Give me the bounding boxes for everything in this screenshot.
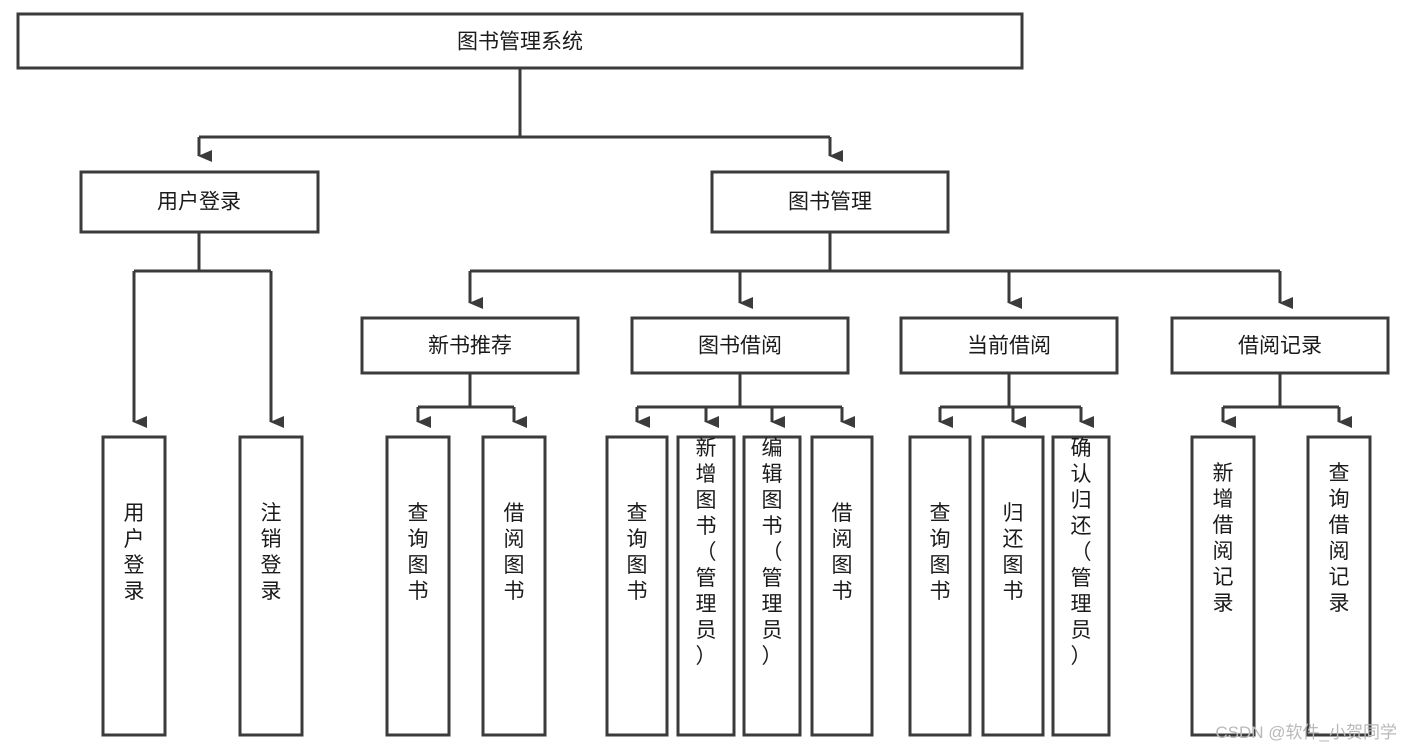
node-leaf-query-book-borrow-box[interactable] <box>605 435 669 737</box>
node-leaf-logout-login-label: 注销登录 <box>261 502 282 603</box>
node-user-login-box[interactable] <box>79 170 320 234</box>
node-book-manage-label: 图书管理 <box>788 191 872 214</box>
node-leaf-query-book-recommend-box[interactable] <box>385 435 451 737</box>
node-leaf-logout-login-box[interactable] <box>238 435 304 737</box>
node-leaf-borrow-book-recommend[interactable]: 借阅图书 <box>481 435 547 737</box>
node-borrow-record-label: 借阅记录 <box>1238 335 1322 358</box>
node-leaf-add-borrow-record-label: 新增借阅记录 <box>1213 462 1234 615</box>
node-user-login-label: 用户登录 <box>157 191 241 214</box>
node-borrow-record-box[interactable] <box>1170 316 1390 375</box>
node-borrow-record[interactable]: 借阅记录 <box>1170 316 1390 375</box>
node-user-login[interactable]: 用户登录 <box>79 170 320 234</box>
node-leaf-return-book-label: 归还图书 <box>1003 502 1024 603</box>
node-leaf-query-book-borrow[interactable]: 查询图书 <box>605 435 669 737</box>
node-leaf-add-book-admin-box[interactable] <box>676 435 736 737</box>
node-leaf-return-book[interactable]: 归还图书 <box>981 435 1045 737</box>
node-leaf-query-borrow-record-box[interactable] <box>1306 435 1372 737</box>
node-leaf-query-book-recommend[interactable]: 查询图书 <box>385 435 451 737</box>
node-leaf-borrow-book-borrow[interactable]: 借阅图书 <box>810 435 874 737</box>
node-leaf-borrow-book-recommend-box[interactable] <box>481 435 547 737</box>
node-book-manage[interactable]: 图书管理 <box>710 170 950 234</box>
node-leaf-user-login[interactable]: 用户登录 <box>101 435 167 737</box>
node-leaf-query-book-borrow-label: 查询图书 <box>627 502 648 603</box>
node-current-borrow[interactable]: 当前借阅 <box>899 316 1119 375</box>
node-leaf-user-login-label: 用户登录 <box>124 502 145 603</box>
node-leaf-confirm-return-admin-box[interactable] <box>1051 435 1111 737</box>
node-leaf-query-book-current[interactable]: 查询图书 <box>908 435 972 737</box>
node-leaf-confirm-return-admin[interactable]: 确认归还（管理员） <box>1051 435 1111 737</box>
node-root-box[interactable] <box>16 12 1024 70</box>
node-leaf-add-borrow-record-box[interactable] <box>1190 435 1256 737</box>
node-current-borrow-box[interactable] <box>899 316 1119 375</box>
node-new-book-recommend[interactable]: 新书推荐 <box>360 316 580 375</box>
node-leaf-edit-book-admin-box[interactable] <box>742 435 802 737</box>
node-book-borrow[interactable]: 图书借阅 <box>630 316 850 375</box>
node-leaf-borrow-book-borrow-box[interactable] <box>810 435 874 737</box>
node-new-book-recommend-label: 新书推荐 <box>428 335 512 358</box>
node-book-manage-box[interactable] <box>710 170 950 234</box>
node-leaf-borrow-book-borrow-label: 借阅图书 <box>832 502 853 603</box>
node-book-borrow-box[interactable] <box>630 316 850 375</box>
nodes-layer: 图书管理系统 用户登录 图书管理 新书推荐 图书借阅 当前借阅 借阅记录 <box>16 12 1390 737</box>
node-leaf-query-book-current-label: 查询图书 <box>930 502 951 603</box>
node-leaf-edit-book-admin[interactable]: 编辑图书（管理员） <box>742 435 802 737</box>
node-root-label: 图书管理系统 <box>457 31 583 54</box>
node-current-borrow-label: 当前借阅 <box>967 335 1051 358</box>
node-leaf-user-login-box[interactable] <box>101 435 167 737</box>
node-leaf-query-book-current-box[interactable] <box>908 435 972 737</box>
node-leaf-add-book-admin[interactable]: 新增图书（管理员） <box>676 435 736 737</box>
node-leaf-add-borrow-record[interactable]: 新增借阅记录 <box>1190 435 1256 737</box>
edges-layer <box>132 68 1352 428</box>
node-leaf-edit-book-admin-label: 编辑图书（管理员） <box>762 437 783 668</box>
node-leaf-add-book-admin-label: 新增图书（管理员） <box>696 437 717 668</box>
node-leaf-query-book-recommend-label: 查询图书 <box>408 502 429 603</box>
node-new-book-recommend-box[interactable] <box>360 316 580 375</box>
node-leaf-borrow-book-recommend-label: 借阅图书 <box>504 502 525 603</box>
node-leaf-confirm-return-admin-label: 确认归还（管理员） <box>1071 437 1092 668</box>
node-leaf-query-borrow-record-label: 查询借阅记录 <box>1329 462 1350 615</box>
node-root[interactable]: 图书管理系统 <box>16 12 1024 70</box>
node-leaf-return-book-box[interactable] <box>981 435 1045 737</box>
node-book-borrow-label: 图书借阅 <box>698 335 782 358</box>
node-leaf-query-borrow-record[interactable]: 查询借阅记录 <box>1306 435 1372 737</box>
node-leaf-logout-login[interactable]: 注销登录 <box>238 435 304 737</box>
